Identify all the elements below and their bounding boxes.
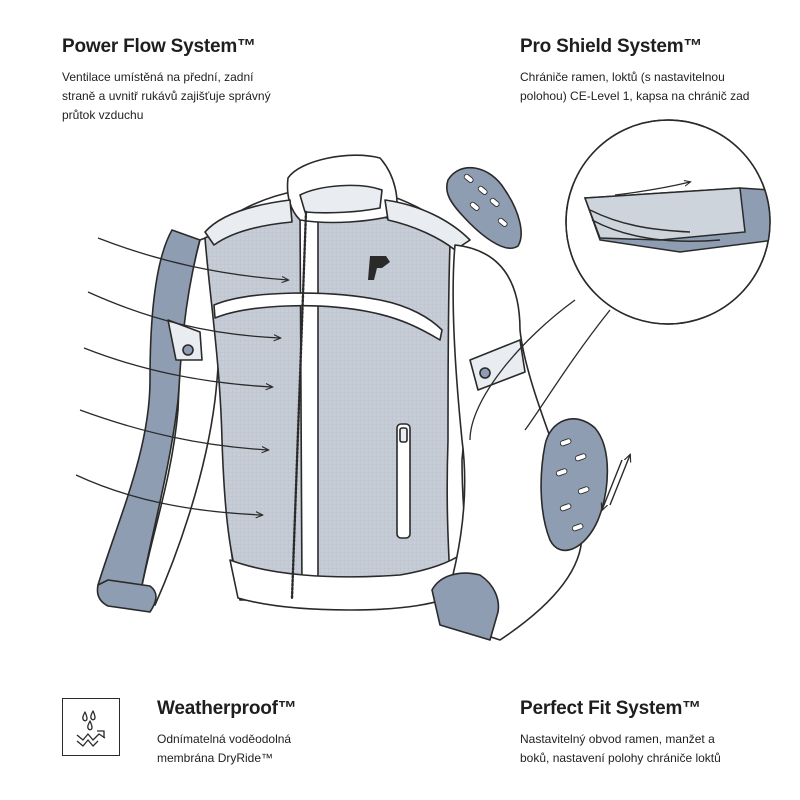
airflow-arrow-5 xyxy=(75,474,262,515)
back-pocket-zoom xyxy=(565,119,771,325)
perfect-fit-description: Nastavitelný obvod ramen, manžet a boků,… xyxy=(520,730,760,768)
airflow-arrow-4 xyxy=(79,409,268,450)
weatherproof-line-1: Odnímatelná voděodolná xyxy=(157,732,292,746)
power-flow-feature: Power Flow System™ Ventilace umístěná na… xyxy=(62,36,302,125)
perfect-fit-title: Perfect Fit System™ xyxy=(520,698,701,719)
right-shoulder-panel xyxy=(384,199,471,251)
power-flow-line-2: straně a uvnitř rukávů zajišťuje správný xyxy=(62,89,271,103)
brand-logo xyxy=(368,256,390,280)
perfect-fit-line-1: Nastavitelný obvod ramen, manžet a xyxy=(520,732,715,746)
right-cuff xyxy=(431,572,500,641)
chest-band xyxy=(213,292,443,341)
weatherproof-description: Odnímatelná voděodolná membrána DryRide™ xyxy=(157,730,357,768)
shoulder-protector xyxy=(446,166,522,249)
elbow-adjust-arrow-up xyxy=(609,455,630,506)
mesh-body-panel-right xyxy=(317,208,451,591)
zoom-callout-line-2 xyxy=(524,309,611,431)
power-flow-line-1: Ventilace umístěná na přední, zadní xyxy=(62,70,254,84)
left-cuff xyxy=(96,579,157,613)
pro-shield-title: Pro Shield System™ xyxy=(520,36,703,57)
water-drops-icon-graphic xyxy=(76,710,106,747)
pro-shield-line-2: polohou) CE-Level 1, kapsa na chránič za… xyxy=(520,89,750,103)
weatherproof-line-2: membrána DryRide™ xyxy=(157,751,274,765)
right-sleeve xyxy=(439,244,583,641)
left-shoulder-panel xyxy=(204,199,293,246)
airflow-arrow-1 xyxy=(97,237,288,280)
zoom-callout-line-1 xyxy=(469,299,576,441)
pocket-zipper-pull xyxy=(399,427,408,443)
power-flow-title: Power Flow System™ xyxy=(62,36,256,57)
pro-shield-line-1: Chrániče ramen, loktů (s nastavitelnou xyxy=(520,70,725,84)
center-zipper xyxy=(290,210,308,600)
power-flow-line-3: průtok vzduchu xyxy=(62,108,144,122)
airflow-arrow-2 xyxy=(87,291,280,338)
pocket-zipper xyxy=(396,423,411,539)
pro-shield-feature: Pro Shield System™ Chrániče ramen, loktů… xyxy=(520,36,780,106)
collar-inner xyxy=(299,184,383,214)
perfect-fit-line-2: boků, nastavení polohy chrániče loktů xyxy=(520,751,721,765)
weatherproof-title: Weatherproof™ xyxy=(157,698,297,719)
water-drops-icon xyxy=(62,698,120,756)
power-flow-description: Ventilace umístěná na přední, zadní stra… xyxy=(62,68,302,125)
elbow-protector xyxy=(540,418,609,552)
left-tab-snap xyxy=(182,344,194,356)
right-tab-snap xyxy=(479,367,491,379)
perfect-fit-feature: Perfect Fit System™ Nastavitelný obvod r… xyxy=(520,698,760,768)
weatherproof-feature: Weatherproof™ Odnímatelná voděodolná mem… xyxy=(157,698,357,768)
elbow-adjust-arrow-down xyxy=(602,459,623,510)
pro-shield-description: Chrániče ramen, loktů (s nastavitelnou p… xyxy=(520,68,780,106)
mesh-body-panel xyxy=(204,207,303,591)
airflow-arrow-3 xyxy=(83,347,272,387)
